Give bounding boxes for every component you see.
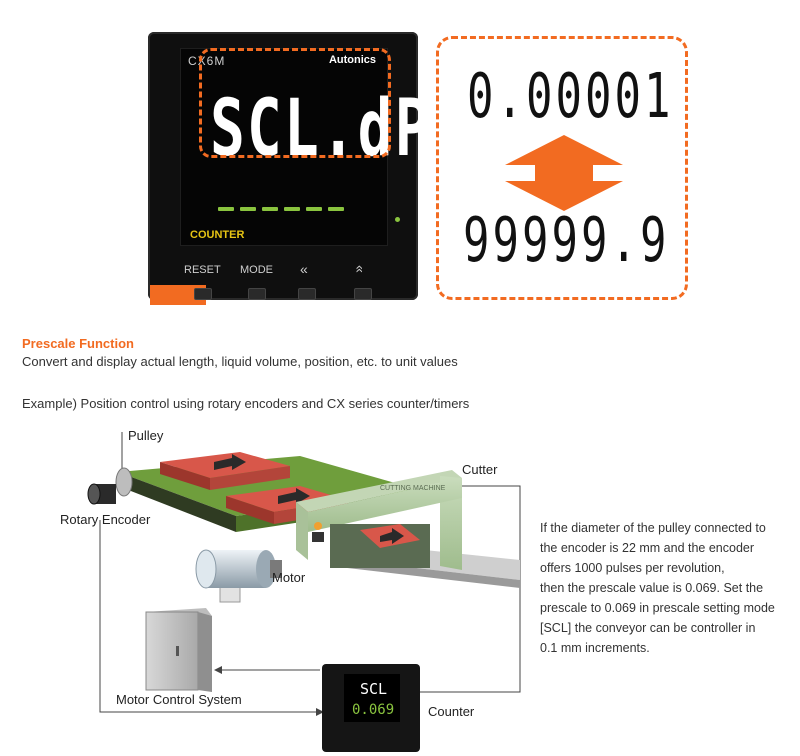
motor-label: Motor (272, 570, 306, 585)
device-screen (180, 48, 388, 246)
indicator-dashes (218, 198, 368, 211)
cutting-machine-text: CUTTING MACHINE (380, 485, 446, 492)
mode-label: MODE (240, 264, 273, 276)
device-model: CX6M (188, 54, 226, 68)
counter-device: CX6M Autonics SCL.dP COUNTER RESET MODE … (148, 32, 430, 305)
range-min-value: 0.00001 (467, 61, 674, 133)
red-sheet-1 (160, 452, 290, 490)
pulley-roller (115, 467, 133, 497)
counter-display-bottom: 0.069 (352, 702, 394, 718)
counter-to-cutter-line (420, 485, 521, 693)
indicator-dot (395, 217, 400, 222)
explanation-line: the encoder is 22 mm and the encoder (540, 541, 755, 555)
up-label: » (349, 265, 366, 273)
arrow-to-control-icon (214, 666, 222, 674)
cutting-machine (296, 470, 462, 570)
counter-display-top: SCL (360, 680, 387, 698)
conveyor-diagram: CUTTING MACHINE SCL 0.069 Pulley Rotary … (60, 428, 521, 752)
motor (195, 549, 282, 603)
mode-button[interactable] (248, 288, 266, 300)
prescale-title: Prescale Function (22, 336, 134, 351)
reset-button[interactable] (194, 288, 212, 300)
device-brand: Autonics (328, 54, 376, 66)
reset-label: RESET (184, 264, 221, 276)
conveyor-side (118, 472, 236, 532)
pulley-label: Pulley (128, 428, 164, 443)
cutter-label: Cutter (462, 462, 498, 477)
reset-orange-tab (150, 285, 206, 305)
explanation-line: [SCL] the conveyor can be controller in (540, 621, 756, 635)
range-max-value: 99999.9 (463, 205, 670, 277)
rotary-encoder-label: Rotary Encoder (60, 512, 151, 527)
prescale-description: Convert and display actual length, liqui… (22, 354, 458, 369)
shift-label: « (300, 261, 308, 277)
up-button[interactable] (354, 288, 372, 300)
prescale-range-box: 0.00001 99999.9 (436, 36, 688, 300)
double-arrow-icon (505, 135, 623, 211)
explanation-line: prescale to 0.069 in prescale setting mo… (540, 601, 775, 615)
device-lcd-display: SCL.dP (210, 82, 432, 174)
explanation-text: If the diameter of the pulley connected … (540, 518, 790, 658)
encoder-to-counter-line (99, 520, 316, 713)
counter-label: Counter (428, 704, 475, 719)
explanation-line: then the prescale value is 0.069. Set th… (540, 581, 764, 595)
example-caption: Example) Position control using rotary e… (22, 396, 470, 411)
arrow-to-counter-icon (316, 708, 324, 716)
device-mode-label: COUNTER (190, 229, 245, 241)
rotary-encoder-face (87, 483, 101, 505)
shift-button[interactable] (298, 288, 316, 300)
counter-unit (322, 664, 420, 752)
explanation-line: offers 1000 pulses per revolution, (540, 561, 725, 575)
display-highlight-frame (199, 48, 391, 158)
explanation-line: 0.1 mm increments. (540, 641, 650, 655)
control-cabinet (145, 608, 212, 692)
motor-control-label: Motor Control System (116, 692, 242, 707)
explanation-line: If the diameter of the pulley connected … (540, 521, 766, 535)
